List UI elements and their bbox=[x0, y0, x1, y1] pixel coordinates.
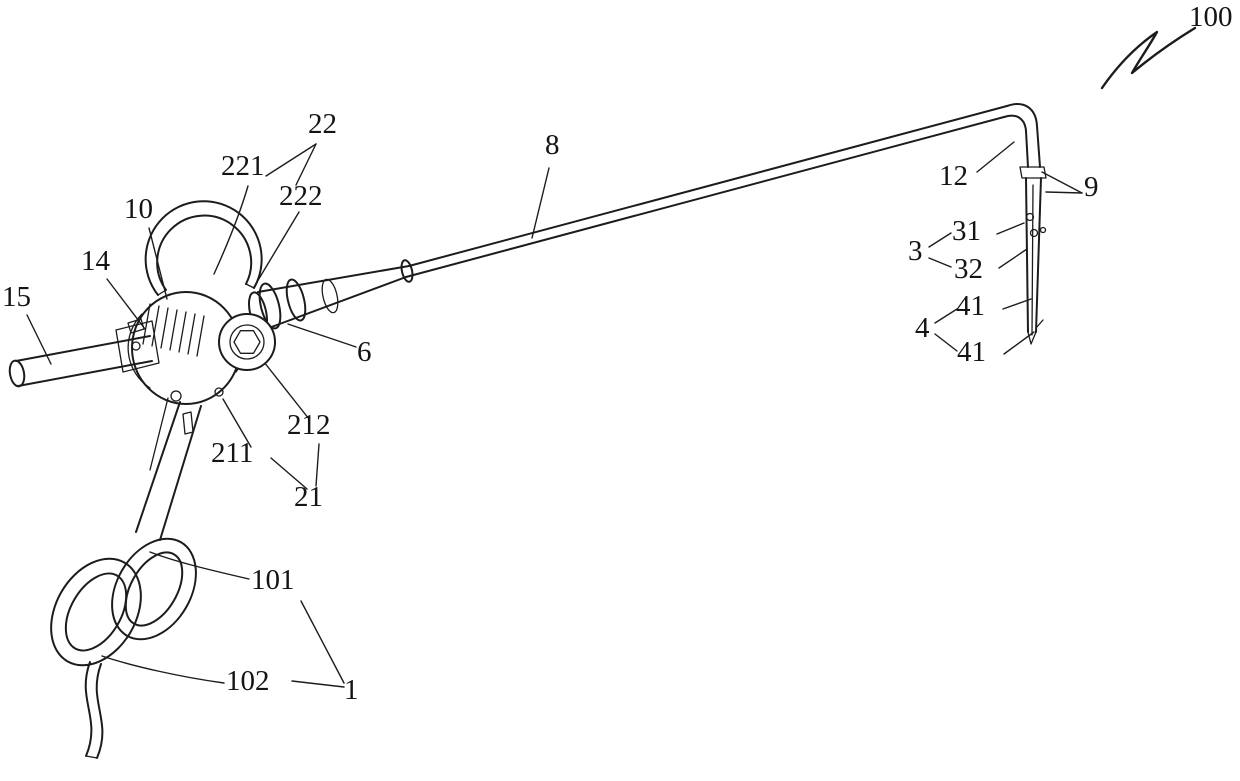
ref-label-21: 21 bbox=[294, 481, 323, 513]
ref-label-41-upper: 41 bbox=[956, 290, 985, 322]
leader-lines bbox=[26, 141, 1083, 688]
ref-label-14: 14 bbox=[81, 245, 110, 277]
end-effector bbox=[1025, 177, 1047, 345]
adjust-knob bbox=[218, 313, 276, 371]
ref-label-31: 31 bbox=[952, 215, 981, 247]
ref-label-4: 4 bbox=[915, 312, 930, 344]
side-rod bbox=[8, 335, 153, 388]
ref-label-6: 6 bbox=[357, 336, 372, 368]
elbow-bend bbox=[1003, 103, 1047, 179]
handle-tail bbox=[84, 661, 104, 759]
trigger-lever bbox=[135, 387, 224, 541]
ref-label-15: 15 bbox=[2, 281, 31, 313]
spring-coil bbox=[142, 303, 205, 357]
hex-bolt bbox=[233, 330, 261, 354]
ref-label-32: 32 bbox=[954, 253, 983, 285]
ref-label-41-lower: 41 bbox=[957, 336, 986, 368]
ref-label-102: 102 bbox=[226, 665, 270, 697]
ref-label-3: 3 bbox=[908, 235, 923, 267]
rotation-ring bbox=[144, 200, 263, 296]
ref-label-100: 100 bbox=[1189, 1, 1233, 33]
ref-label-9: 9 bbox=[1084, 171, 1099, 203]
shaft-tube bbox=[405, 105, 1008, 278]
ref-label-101: 101 bbox=[251, 564, 295, 596]
figure-100-swoosh bbox=[1100, 26, 1197, 90]
outer-sleeve bbox=[247, 259, 414, 333]
ref-label-22: 22 bbox=[308, 108, 337, 140]
ref-label-221: 221 bbox=[221, 150, 265, 182]
rod-clamp bbox=[115, 318, 160, 373]
ref-label-212: 212 bbox=[287, 409, 331, 441]
pivot-screw-31 bbox=[1025, 212, 1035, 222]
ref-label-1: 1 bbox=[344, 674, 359, 706]
ref-label-222: 222 bbox=[279, 180, 323, 212]
ref-label-12: 12 bbox=[939, 160, 968, 192]
ref-label-8: 8 bbox=[545, 129, 560, 161]
pivot-screw-32 bbox=[1029, 228, 1039, 238]
finger-rings bbox=[50, 537, 197, 667]
ref-label-10: 10 bbox=[124, 193, 153, 225]
ref-label-211: 211 bbox=[211, 437, 254, 469]
